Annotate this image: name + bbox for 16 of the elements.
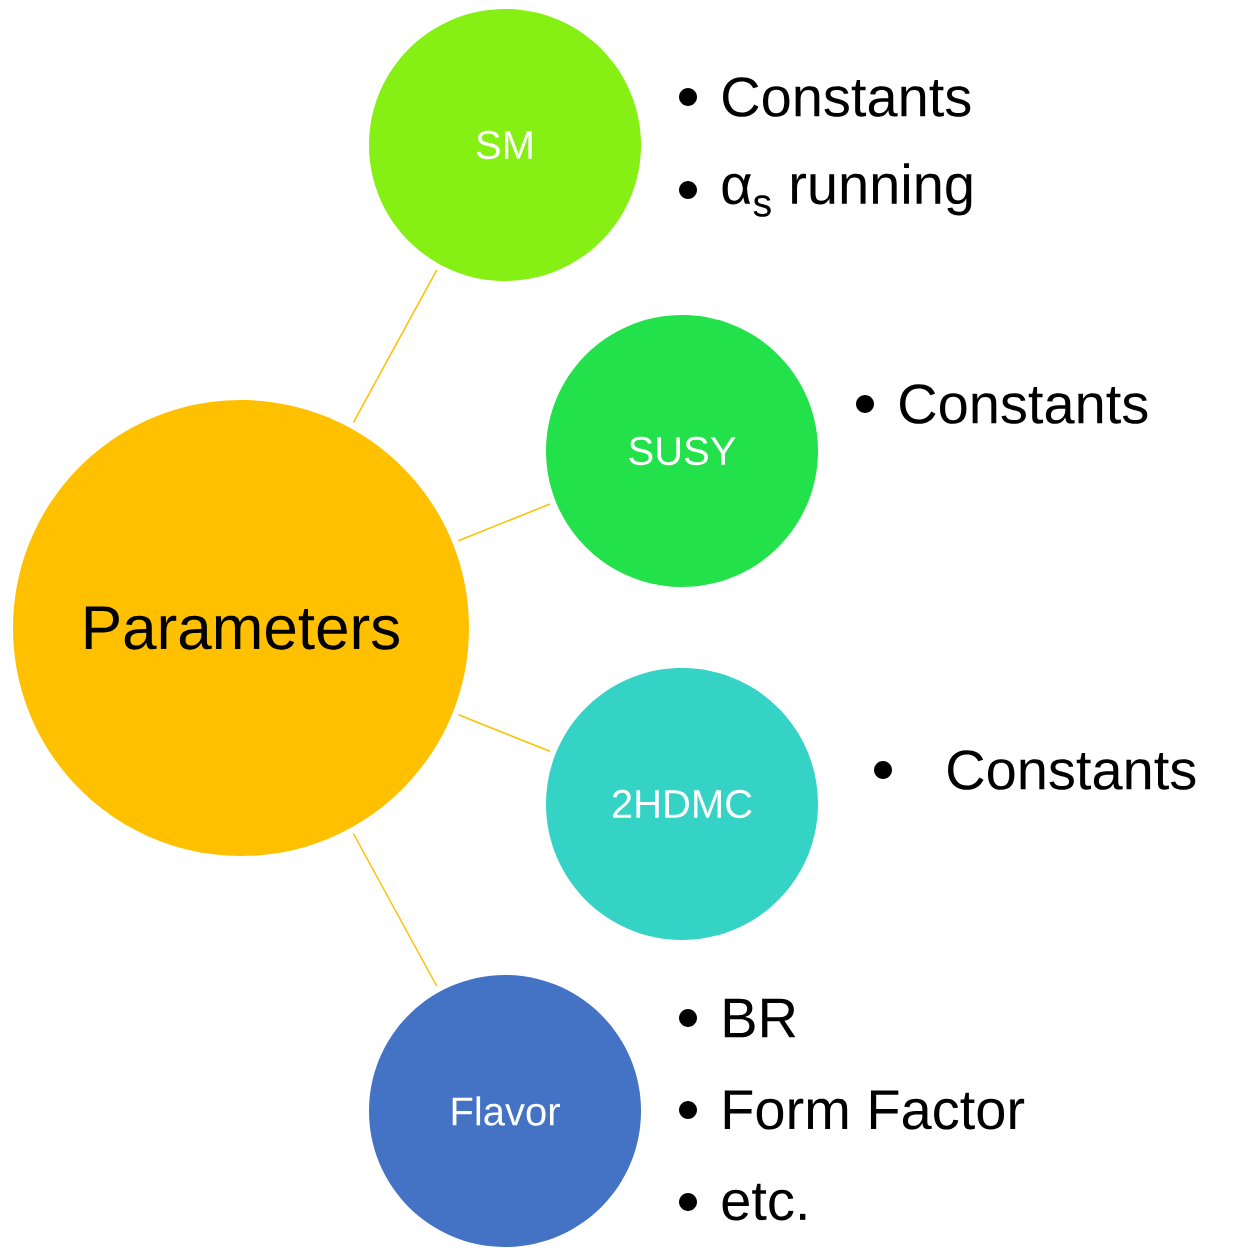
connector-line: [457, 503, 551, 542]
circle-node: 2HDMC: [546, 668, 818, 940]
circle-node: SUSY: [546, 315, 818, 587]
list-item: BR: [724, 998, 796, 1038]
list-item: Constants: [948, 750, 1196, 790]
connector-line: [457, 714, 551, 753]
list-item: Form Factor: [724, 1090, 1025, 1130]
list-item: Constants: [723, 77, 971, 117]
list-item: etc.: [722, 1183, 806, 1221]
connector-line: [352, 269, 438, 424]
list-item: Constants: [900, 384, 1148, 424]
circle-node: SM: [369, 9, 641, 281]
circle-node: Flavor: [369, 975, 641, 1247]
list-item: α$_{s}$ running: [722, 163, 972, 217]
circle-node: Parameters: [13, 400, 469, 856]
connector-line: [352, 832, 438, 987]
